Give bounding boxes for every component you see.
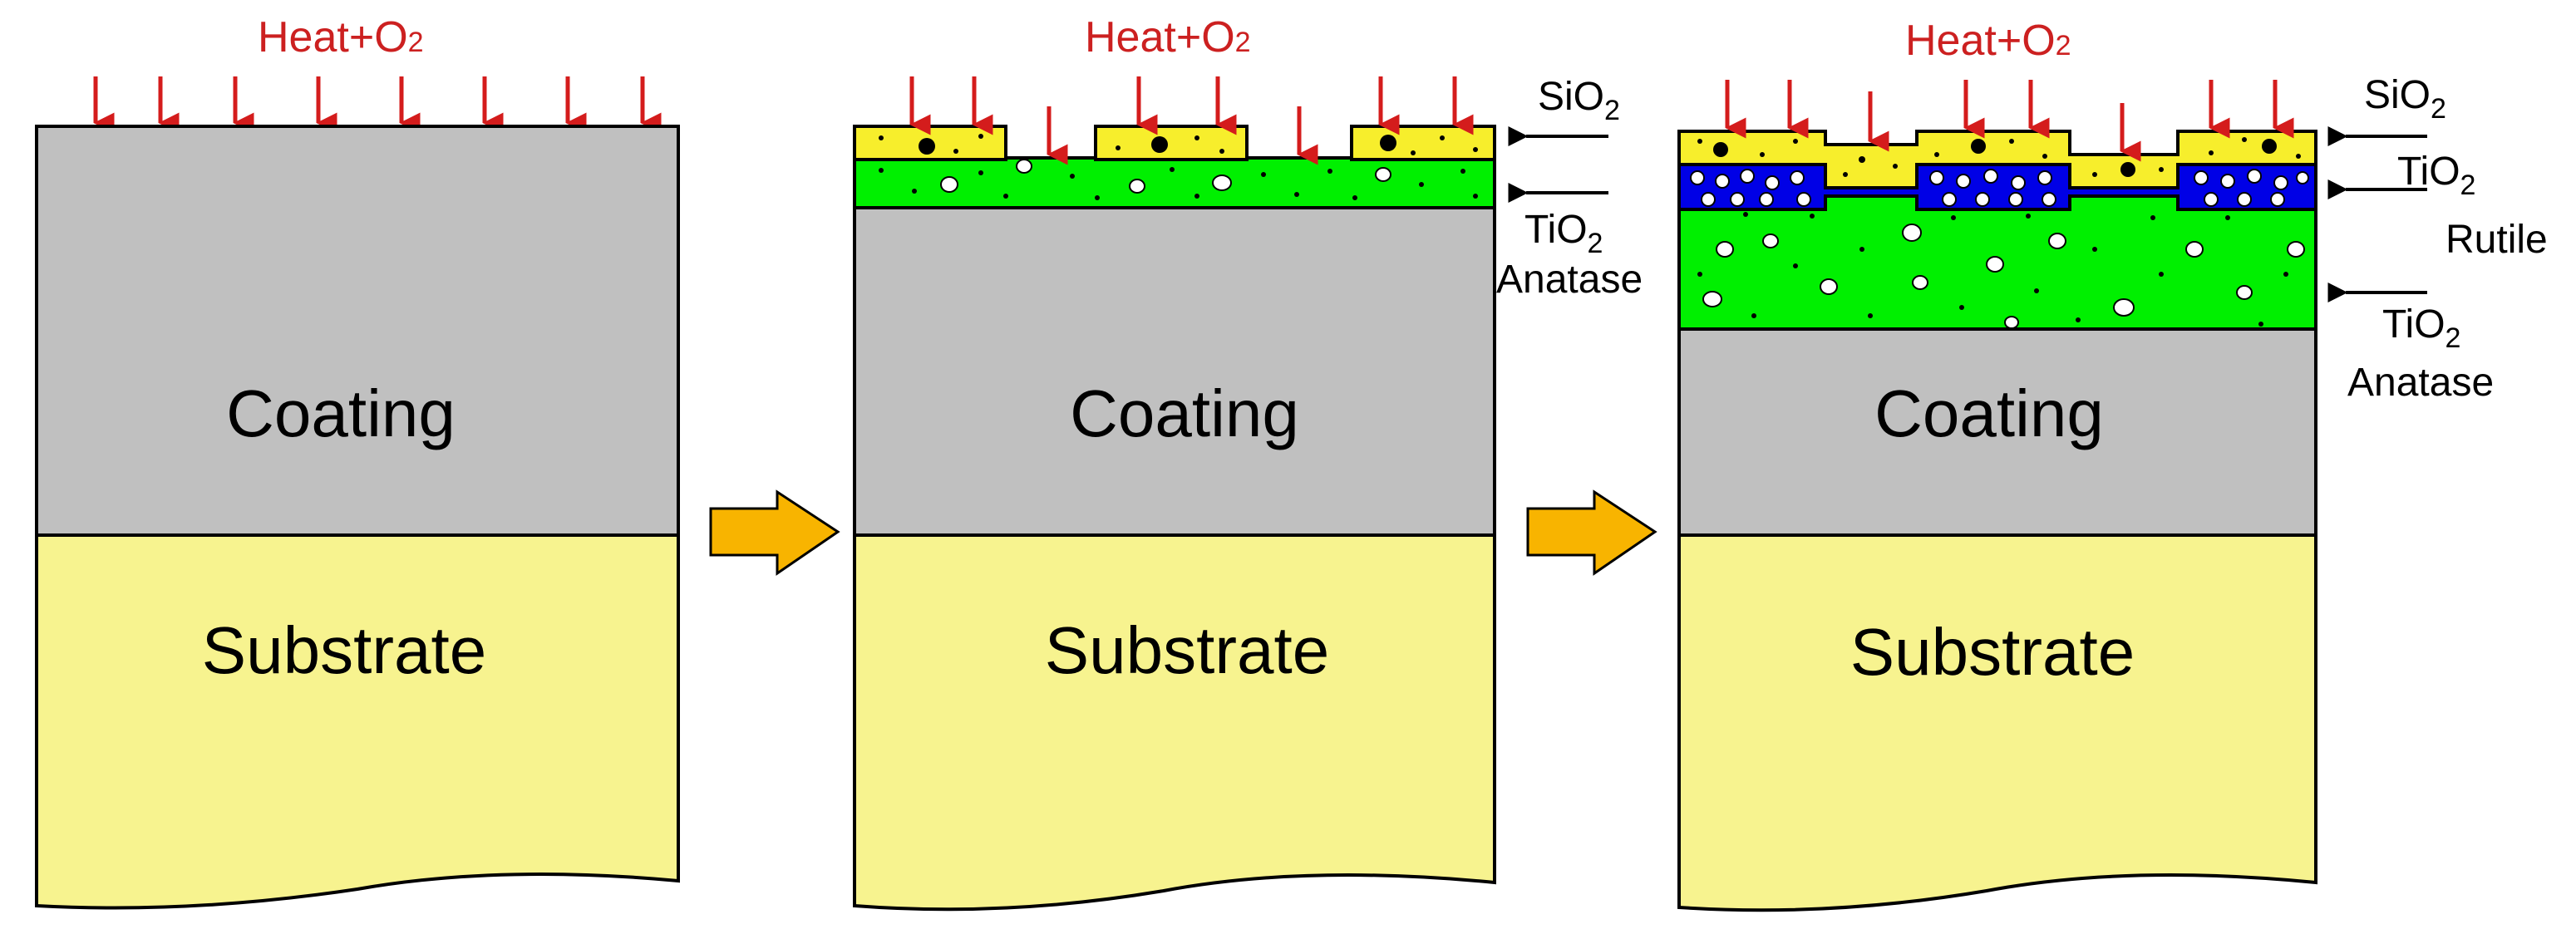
- heat-o2-label: Heat+O2: [1085, 13, 1251, 61]
- sio2-layer: [1677, 130, 2317, 189]
- heat-arrows: [93, 76, 662, 134]
- heat-arrows: [909, 76, 1474, 165]
- heat-arrows: [1725, 80, 2294, 162]
- coating-label: Coating: [1070, 376, 1299, 450]
- tio2-label: TiO2: [1524, 208, 1603, 259]
- sio2-label: SiO2: [2364, 73, 2446, 125]
- coating-label: Coating: [1874, 376, 2104, 450]
- anatase-particles: [1702, 224, 2305, 329]
- sio2-islands: [853, 125, 1496, 161]
- rutile-particles: [1690, 169, 2309, 207]
- tio2-rutile-label: TiO2: [2397, 150, 2475, 201]
- panel-initial: Heat+O2 Coating Substrate: [35, 13, 680, 910]
- anatase-dots: [1697, 212, 2288, 327]
- coating-layer: [853, 206, 1496, 537]
- anatase-label: Anatase: [1496, 258, 1643, 302]
- coating-label: Coating: [226, 376, 456, 450]
- process-arrow-1: [709, 489, 840, 576]
- substrate-label: Substrate: [1045, 613, 1329, 687]
- substrate-label: Substrate: [1850, 615, 2135, 689]
- sio2-particles: [1697, 137, 2301, 177]
- substrate-layer: [1677, 533, 2317, 912]
- anatase-particles: [940, 159, 1391, 194]
- anatase-label: Anatase: [2347, 361, 2494, 405]
- tio2-anatase-layer: [853, 156, 1496, 209]
- process-arrow-2: [1526, 489, 1657, 576]
- coating-layer: [1677, 327, 2317, 537]
- substrate-layer: [35, 533, 680, 910]
- tio2-anatase-label: TiO2: [2382, 302, 2460, 354]
- sio2-particles: [879, 134, 1478, 155]
- panel-final: Heat+O2: [1677, 17, 2548, 912]
- rutile-label: Rutile: [2445, 218, 2548, 262]
- anatase-dots: [879, 167, 1478, 200]
- heat-o2-label: Heat+O2: [258, 13, 424, 61]
- panel-intermediate: Heat+O2: [853, 13, 1643, 912]
- sio2-label: SiO2: [1538, 75, 1620, 126]
- coating-layer: [35, 125, 680, 537]
- substrate-label: Substrate: [202, 613, 486, 687]
- heat-o2-label: Heat+O2: [1905, 17, 2071, 65]
- substrate-layer: [853, 533, 1496, 912]
